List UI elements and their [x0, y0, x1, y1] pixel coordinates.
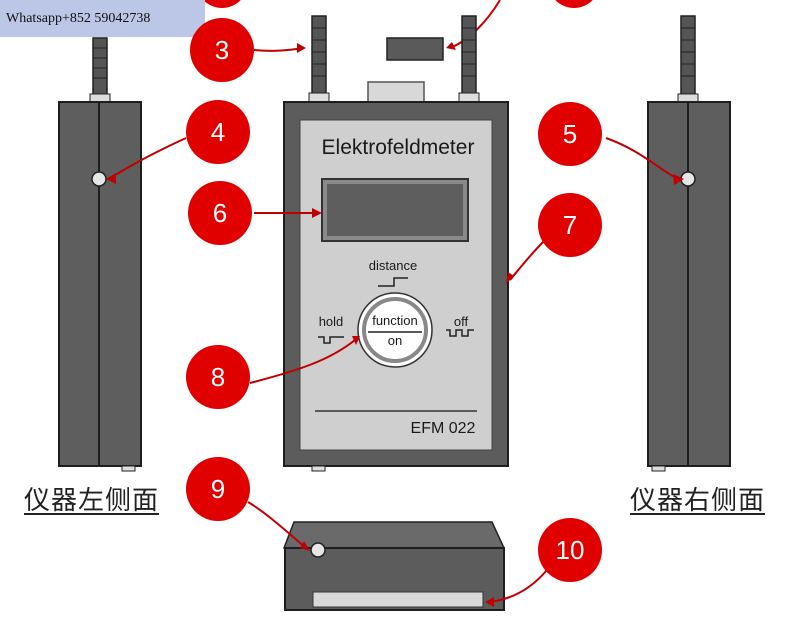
bottom-view — [282, 521, 506, 611]
partial-callout-top-right — [555, 0, 593, 8]
model-label: EFM 022 — [410, 420, 476, 437]
callout-badge: 8 — [186, 345, 250, 409]
callout-badge: 7 — [538, 193, 602, 257]
distance-label: distance — [368, 258, 418, 273]
partial-callout-top-left — [203, 0, 241, 8]
callout-badge: 4 — [186, 100, 250, 164]
callout-badge: 9 — [186, 457, 250, 521]
callout-badge: 5 — [538, 102, 602, 166]
callout-badge: 6 — [188, 181, 252, 245]
left-side-view — [58, 37, 142, 472]
callout-leaders — [109, 47, 679, 603]
watermark: Whatsapp+852 59042738 — [0, 0, 205, 37]
callout-badge: 3 — [190, 18, 254, 82]
right-side-caption: 仪器右侧面 — [630, 486, 766, 516]
function-on-button — [357, 292, 433, 368]
left-side-caption: 仪器左侧面 — [24, 486, 160, 516]
function-label: function — [372, 313, 418, 328]
right-side-view — [647, 15, 731, 472]
off-label: off — [453, 314, 469, 329]
device-title: Elektrofeldmeter — [321, 136, 475, 159]
hold-label: hold — [318, 314, 344, 329]
front-view — [283, 15, 509, 472]
on-label: on — [387, 333, 403, 348]
callout-badge: 10 — [538, 518, 602, 582]
